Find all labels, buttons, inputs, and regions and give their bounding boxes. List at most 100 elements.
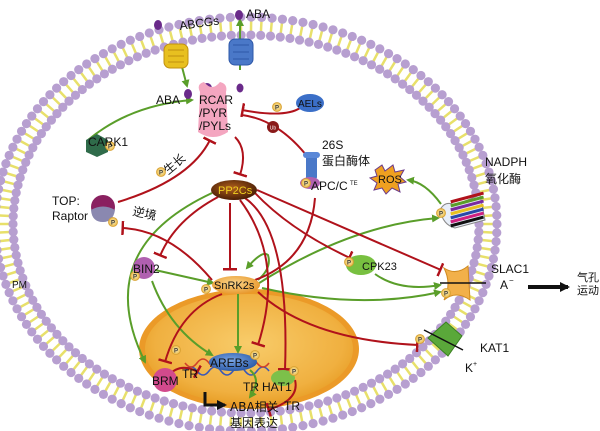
label-arebs: AREBs [210,356,249,370]
kat1-channel[interactable] [423,321,464,357]
phospho-badge-icon: P [436,208,446,218]
svg-text:P: P [111,220,115,226]
label-proteasome: 蛋白酶体 [322,153,370,168]
label-anion: A [500,278,508,292]
phospho-badge-icon: P [201,284,211,294]
edge-nadph-ros [406,176,442,205]
brm-node[interactable] [153,368,177,392]
plasma-membrane [0,12,502,431]
ros-node[interactable] [368,164,408,195]
label-abcgs: ABCGs [178,14,220,33]
abcg-transporter-yellow[interactable] [163,43,189,69]
label-stomata-1: 气孔 [577,270,599,284]
edge-bin2-snrk2 [154,269,215,286]
label-gene-expr-2: 基因表达 [230,416,278,430]
edge-snrk2-brm [158,293,223,365]
label-pp2cs: PP2Cs [218,185,253,197]
arebs-node[interactable] [209,353,257,371]
label-raptor: Raptor [52,209,88,223]
abcg-transporter-blue[interactable] [228,38,254,66]
proteasome-26s[interactable] [303,152,320,180]
cark1-node[interactable] [86,134,108,157]
edge-apc-rcar [241,114,311,161]
label-nadph: NADPH [485,155,527,169]
phospho-badge-icon: P [171,345,181,355]
svg-text:P: P [347,260,351,266]
svg-text:P: P [108,144,112,150]
label-stomata-2: 运动 [577,284,599,297]
nucleus [139,289,359,409]
phospho-badge-icon: P [130,271,140,281]
phospho-badge-icon: P [301,178,311,188]
pp2cs-node[interactable] [211,180,257,200]
edge-pp2c-hat1 [244,197,293,371]
hat1-node[interactable] [271,370,295,386]
svg-text:P: P [275,105,279,111]
svg-text:P: P [174,348,178,354]
aels-node[interactable] [296,94,324,112]
label-ros: ROS [378,174,402,186]
edge-rcar-pp2c [233,136,248,178]
svg-text:P: P [292,369,296,375]
svg-text:P: P [204,287,208,293]
label-apc-sup: TE [350,181,358,187]
label-slac1: SLAC1 [491,262,529,276]
label-apc: APC/C [311,179,348,193]
transcription-arrow [203,392,227,410]
label-pm: PM [12,280,27,291]
phospho-badge-icon: P [272,102,282,112]
snrk2s-node[interactable] [212,276,260,294]
phospho-badges: P P P P P P P P P P P P P P [105,102,451,376]
label-kat1: KAT1 [480,341,509,355]
edge-hat1-dna [265,379,297,417]
edge-cark1-rcar [87,96,194,141]
label-kion-sup: + [473,361,477,368]
phospho-badge-icon: P [108,217,118,227]
svg-text:P: P [418,337,422,343]
edge-snrk2-autophos [245,252,270,281]
edge-pp2c-arebs [239,199,270,348]
edge-pp2c-cpk23 [254,192,354,265]
cpk23-node[interactable] [346,255,376,275]
label-stress: 逆境 [131,203,158,223]
edge-cpk23-slac1 [374,273,442,290]
label-26s: 26S [322,138,343,152]
svg-text:P: P [444,291,448,297]
label-hat1: HAT1 [262,380,292,394]
label-top: TOP: [52,194,80,208]
label-gene-expr-1: ABA相关 [230,400,279,414]
top-raptor-node[interactable] [91,195,115,222]
phospho-badge-icon: P [250,350,260,360]
label-rcar-3: /PYLs [199,119,231,133]
label-oxidase: 氧化酶 [485,171,521,186]
phospho-badge-icon: P [289,366,299,376]
svg-text:P: P [159,170,163,176]
phospho-badge-icon: P [105,141,115,151]
label-tr2: TR [243,380,259,394]
label-bin2: BIN2 [133,262,160,276]
label-brm: BRM [152,374,179,388]
label-rcar-1: RCAR [199,93,233,107]
label-cpk23: CPK23 [362,261,397,273]
label-aba-inside: ABA [156,93,180,107]
rcar-receptor[interactable] [198,82,228,137]
nadph-oxidase[interactable] [439,191,486,229]
edge-bin2-arebs [151,280,214,357]
phospho-badge-icon: P [441,288,451,298]
phospho-badge-icon: P [415,334,425,344]
edge-top-rcar [117,136,217,203]
label-anion-sup: − [509,276,514,285]
label-snrk2s: SnRK2s [214,280,255,292]
phospho-badge-icon: P [344,257,354,267]
edge-snrk2-nadph [255,214,440,286]
svg-text:Ub: Ub [270,126,277,132]
svg-text:P: P [253,353,257,359]
svg-text:P: P [133,274,137,280]
edge-snrk2-slac1 [261,287,442,302]
label-cark1: CARK1 [88,135,128,149]
edge-snrk2-top [121,220,213,281]
label-tr3: TR [284,399,300,413]
edge-aels-rcar [240,103,301,118]
label-tr1: TR [182,367,198,381]
